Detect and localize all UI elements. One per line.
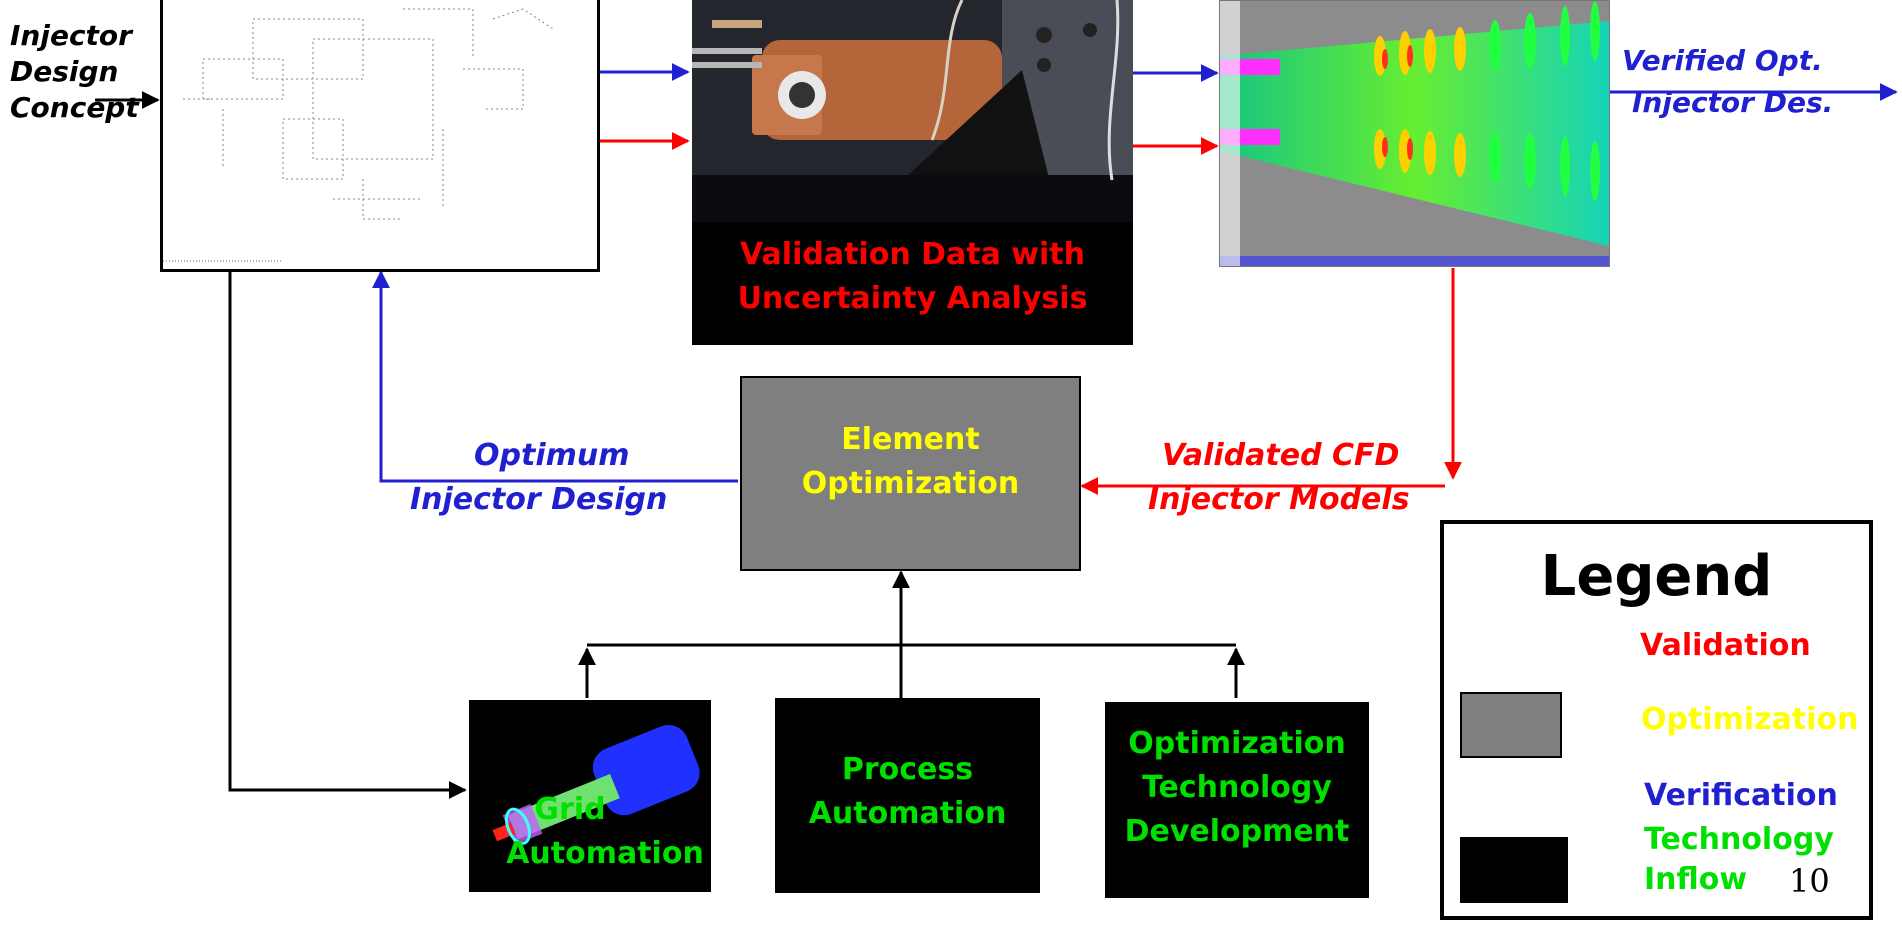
- cfd-contour: [1220, 1, 1609, 266]
- grid-automation-label: Grid Automation: [506, 792, 704, 871]
- grid-mesh-image: [492, 724, 700, 845]
- optimum-design-arrow: [372, 270, 738, 483]
- verified-design-label: Verified Opt. Injector Des.: [1622, 44, 1834, 119]
- optimum-injector-label: Optimum Injector Design: [410, 438, 668, 517]
- legend-title: Legend: [1540, 544, 1773, 609]
- process-automation-label: Process Automation: [808, 752, 1007, 831]
- element-optimization-label: Element Optimization: [801, 422, 1020, 501]
- optimization-technology-label: Optimization Technology Development: [1124, 726, 1350, 849]
- process-automation-box: Process Automation: [775, 698, 1040, 893]
- schematic-drawing: [163, 8, 554, 262]
- legend-validation-label: Validation: [1640, 628, 1811, 663]
- legend-optimization-label: Optimization: [1641, 702, 1859, 737]
- legend-verification-label: Verification: [1644, 778, 1838, 813]
- grid-automation-box: Grid Automation: [469, 700, 711, 892]
- injector-design-concept-label: Injector Design Concept: [10, 19, 139, 124]
- injector-schematic-figure: [160, 0, 600, 272]
- legend-panel: Legend Validation Optimization Verificat…: [1440, 520, 1873, 920]
- legend-technology-inflow-label: Technology Inflow: [1644, 822, 1834, 897]
- concept-to-grid-arrow: [228, 267, 467, 799]
- validation-caption: Validation Data with Uncertainty Analysi…: [737, 237, 1088, 316]
- validated-cfd-label: Validated CFD Injector Models: [1148, 438, 1410, 517]
- legend-optimization-swatch: [1460, 692, 1562, 758]
- legend-technology-swatch: [1460, 837, 1568, 903]
- optimization-technology-box: Optimization Technology Development: [1105, 702, 1369, 898]
- validation-test-rig: Validation Data with Uncertainty Analysi…: [692, 0, 1133, 345]
- cfd-simulation-plot: [1219, 0, 1610, 267]
- page-number: 10: [1789, 862, 1830, 900]
- element-optimization-box: Element Optimization: [740, 376, 1081, 571]
- test-rig-photo: [692, 0, 1133, 222]
